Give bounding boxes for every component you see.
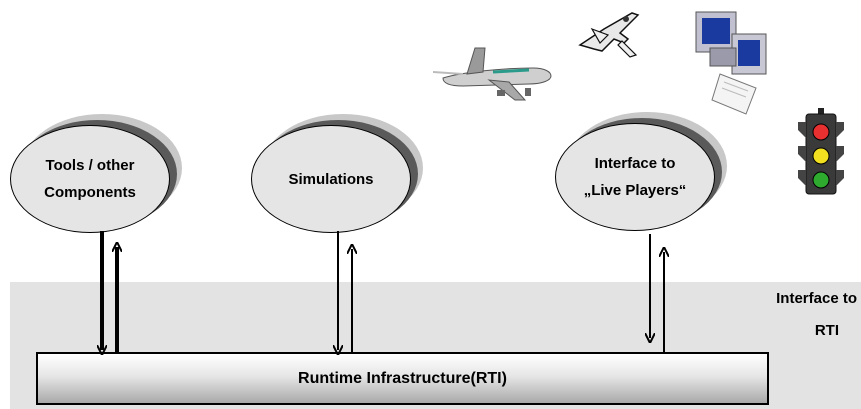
arrow-pair-simulations bbox=[338, 231, 352, 352]
band-label-line2: RTI bbox=[814, 322, 839, 339]
node-tools-face: Tools / other Components bbox=[10, 125, 170, 233]
rti-label: Runtime Infrastructure(RTI) bbox=[298, 369, 507, 387]
band-label-line1: Interface to bbox=[776, 290, 857, 307]
computer-workstation-icon bbox=[695, 11, 767, 115]
arrow-pair-tools bbox=[102, 231, 117, 352]
node-interface-live-label-line2: „Live Players“ bbox=[583, 182, 687, 199]
traffic-light-icon bbox=[798, 108, 844, 195]
node-simulations: Simulations bbox=[251, 113, 441, 243]
node-simulations-face: Simulations bbox=[251, 125, 411, 233]
node-interface-live: Interface to „Live Players“ bbox=[555, 111, 745, 241]
node-tools-label-line1: Tools / other bbox=[45, 157, 135, 174]
node-tools-label-line2: Components bbox=[44, 184, 136, 201]
node-interface-live-label-line1: Interface to bbox=[594, 155, 676, 172]
airliner-icon bbox=[433, 47, 552, 101]
node-simulations-label: Simulations bbox=[288, 170, 374, 188]
node-interface-live-face: Interface to „Live Players“ bbox=[555, 123, 715, 231]
rti-box: Runtime Infrastructure(RTI) bbox=[36, 352, 769, 405]
arrow-pair-interface-live bbox=[650, 234, 664, 352]
fighter-jet-icon bbox=[578, 12, 640, 58]
node-tools: Tools / other Components bbox=[10, 113, 200, 243]
